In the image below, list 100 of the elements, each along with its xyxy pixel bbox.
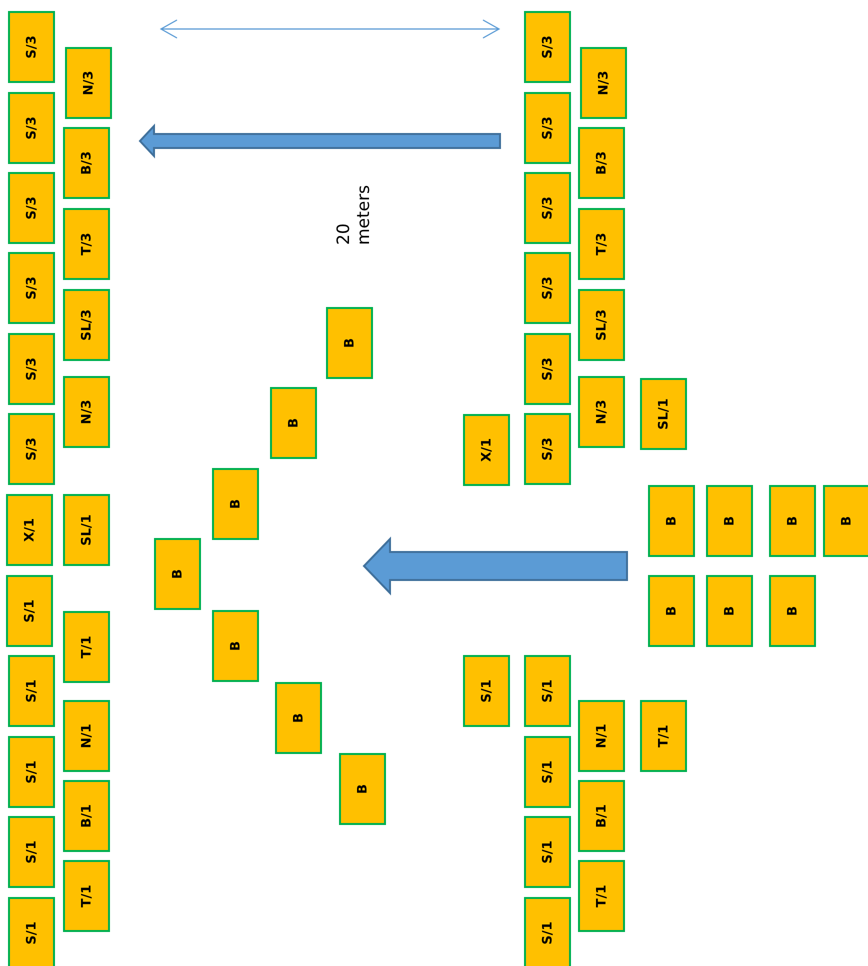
box-label: SL/3 [594,309,609,341]
storage-box [524,736,571,808]
storage-box [339,753,386,825]
storage-box [8,413,55,485]
storage-box [524,816,571,888]
storage-box [706,575,753,647]
storage-box [823,485,868,557]
box-label: S/3 [24,276,39,300]
box-label: B [286,418,301,428]
box-label: SL/1 [656,398,671,430]
box-label: N/3 [79,400,94,424]
storage-box [8,655,55,727]
storage-box [640,700,687,772]
box-label: S/1 [22,599,37,623]
box-label: S/1 [24,679,39,703]
storage-box [63,127,110,199]
box-label: B [785,606,800,616]
box-label: T/1 [79,884,94,908]
storage-box [275,682,322,754]
dimension-label: 20 meters [334,185,374,245]
box-label: S/1 [540,921,555,945]
storage-box [648,575,695,647]
box-label: S/1 [540,760,555,784]
box-label: N/1 [79,724,94,748]
storage-box [463,414,510,486]
box-label: SL/1 [79,514,94,546]
box-label: S/3 [24,116,39,140]
box-label: S/1 [24,840,39,864]
storage-box [8,92,55,164]
box-label: N/3 [596,70,611,96]
storage-box [63,494,110,566]
box-label: N/3 [81,70,96,96]
storage-box [578,860,625,932]
box-label: B/1 [79,804,94,828]
storage-box [8,897,55,966]
storage-box [63,376,110,448]
storage-box [212,468,259,540]
box-label: N/1 [594,724,609,748]
storage-box [769,575,816,647]
storage-box [578,208,625,280]
storage-box [8,736,55,808]
box-label: B [170,569,185,579]
box-label: T/1 [594,884,609,908]
box-label: S/1 [540,679,555,703]
storage-box [524,252,571,324]
box-label: S/1 [479,679,494,703]
box-label: B [291,713,306,723]
storage-box [63,289,110,361]
box-label: B [342,338,357,348]
storage-box [640,378,687,450]
box-label: T/1 [79,636,94,658]
storage-box [524,172,571,244]
box-label: B/3 [79,151,94,175]
box-label: S/3 [540,276,555,300]
storage-box [63,780,110,852]
storage-box [154,538,201,610]
box-label: B [664,516,679,526]
box-label: S/3 [24,35,39,59]
box-label: S/1 [24,921,39,945]
box-label: T/3 [79,232,94,256]
box-label: S/3 [540,357,555,381]
storage-box [63,700,110,772]
storage-box [8,333,55,405]
storage-box [524,413,571,485]
storage-box [524,333,571,405]
storage-box [6,494,53,566]
box-label: S/3 [540,437,555,461]
box-label: B [664,606,679,616]
box-label: B [722,516,737,526]
box-label: B/1 [594,804,609,828]
storage-box [648,485,695,557]
storage-box [8,816,55,888]
box-label: S/3 [540,196,555,220]
box-label: B [722,606,737,616]
box-label: S/3 [540,116,555,140]
box-label: S/3 [24,357,39,381]
box-label: B/3 [594,151,609,175]
box-label: B [355,784,370,794]
box-label: T/3 [594,232,609,256]
storage-box [524,11,571,83]
box-label: S/1 [540,840,555,864]
box-label: T/1 [656,724,671,748]
storage-box [326,307,373,379]
box-label: S/3 [24,196,39,220]
storage-box [706,485,753,557]
storage-box [524,92,571,164]
storage-box [212,610,259,682]
storage-box [769,485,816,557]
storage-box [578,376,625,448]
box-label: B [228,499,243,509]
storage-box [463,655,510,727]
storage-box [580,47,627,119]
storage-box [8,11,55,83]
box-label: S/1 [24,760,39,784]
storage-box [63,208,110,280]
storage-box [65,47,112,119]
box-label: S/3 [540,35,555,59]
storage-box [524,897,571,966]
box-label: B [839,516,854,526]
storage-box [270,387,317,459]
